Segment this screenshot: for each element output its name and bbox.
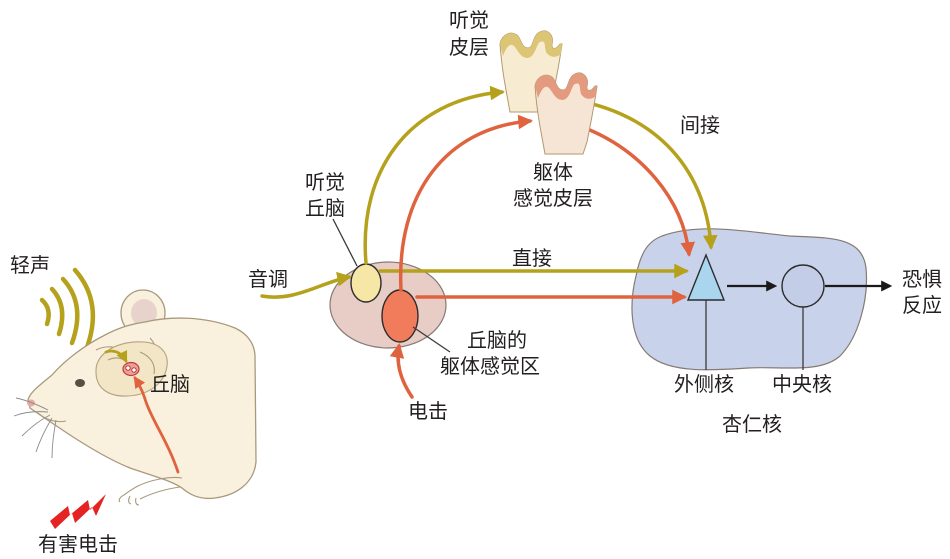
lateral-nucleus-label: 外侧核 (674, 372, 734, 396)
fear-response-label-line2: 反应 (902, 293, 942, 317)
somatosensory-thalamus-label-line1: 丘脑的 (467, 328, 527, 352)
rat-mouth (37, 412, 67, 423)
amygdala-region (631, 228, 868, 371)
whisker (35, 417, 53, 453)
auditory-cortex-label-line2: 皮层 (449, 35, 489, 59)
pathways (260, 96, 718, 399)
rat-shock-pathway-arrow (133, 376, 180, 474)
indirect-pathway-label: 间接 (680, 113, 720, 137)
central-nucleus (781, 264, 825, 308)
thalamus-to-somatosensory-cortex-pathway (398, 114, 533, 292)
rat-paw (139, 486, 181, 500)
thalamus-to-auditory-cortex-pathway (363, 85, 505, 265)
auditory-thalamus-pointer-line (332, 218, 358, 267)
labels: 轻声 丘脑 有害电击 听觉 皮层 躯体 感觉皮层 间接 听觉 丘脑 音调 直接 … (10, 8, 942, 556)
sound-wave-arc (39, 297, 51, 327)
sound-wave-arc (49, 286, 65, 337)
somatosensory-thalamus-pointer-line (412, 326, 451, 353)
rat-body (27, 317, 257, 500)
somatosensory-thalamus-nucleus (381, 289, 419, 343)
somatosensory-cortex-label-line2: 感觉皮层 (513, 186, 593, 210)
somatosensory-cortex (534, 72, 598, 155)
rat-eye (75, 379, 85, 387)
whisker (15, 397, 49, 411)
rat-illustration (13, 267, 257, 529)
shock-input-arrow (389, 343, 414, 399)
rat-paw (123, 476, 183, 496)
central-nucleus-label: 中央核 (772, 372, 832, 396)
auditory-thalamus-label-line1: 听觉 (305, 170, 345, 194)
fear-response-label-line1: 恐惧 (902, 267, 942, 291)
rat-thalamus-dot (131, 367, 137, 373)
rat-paws (118, 476, 183, 506)
auditory-thalamus-nucleus (350, 263, 382, 303)
tone-input-arrow (260, 271, 352, 299)
somatosensory-cortex-gray-matter (535, 72, 597, 100)
amygdala-label: 杏仁核 (722, 412, 782, 436)
rat-nose (27, 399, 35, 407)
rat-auditory-pathway-arrow (104, 349, 128, 364)
rat-toes (118, 494, 140, 506)
somatosensory-cortex-label-line1: 躯体 (533, 160, 573, 184)
noxious-shock-label: 有害电击 (38, 532, 118, 556)
whisker (13, 411, 49, 417)
rat-thalamus-dot (125, 365, 131, 371)
auditory-cortex-label-line1: 听觉 (449, 8, 489, 32)
shock-label: 电击 (408, 399, 448, 423)
auditory-cortex-gray-matter (500, 30, 562, 58)
soft-sound-label: 轻声 (10, 253, 50, 277)
whisker (51, 419, 57, 459)
sound-waves-icon (39, 267, 96, 353)
tone-label: 音调 (248, 267, 288, 291)
lightning-bolt-icon (50, 494, 106, 529)
rat-brain-fold (139, 351, 155, 375)
thalamus (329, 261, 447, 349)
rat-inner-ear (131, 299, 157, 327)
rat-whiskers (13, 397, 57, 459)
indirect-somatosensory-cortex-to-amygdala (583, 126, 696, 257)
whisker (21, 414, 51, 437)
rat-thalamus-label: 丘脑 (150, 372, 190, 396)
direct-pathway-label: 直接 (512, 246, 552, 270)
sound-wave-arc (72, 267, 96, 353)
sound-wave-arc (60, 276, 80, 346)
auditory-thalamus-label-line2: 丘脑 (305, 196, 345, 220)
somatosensory-thalamus-label-line2: 躯体感觉区 (440, 354, 540, 378)
rat-thalamus-spot (122, 361, 140, 377)
